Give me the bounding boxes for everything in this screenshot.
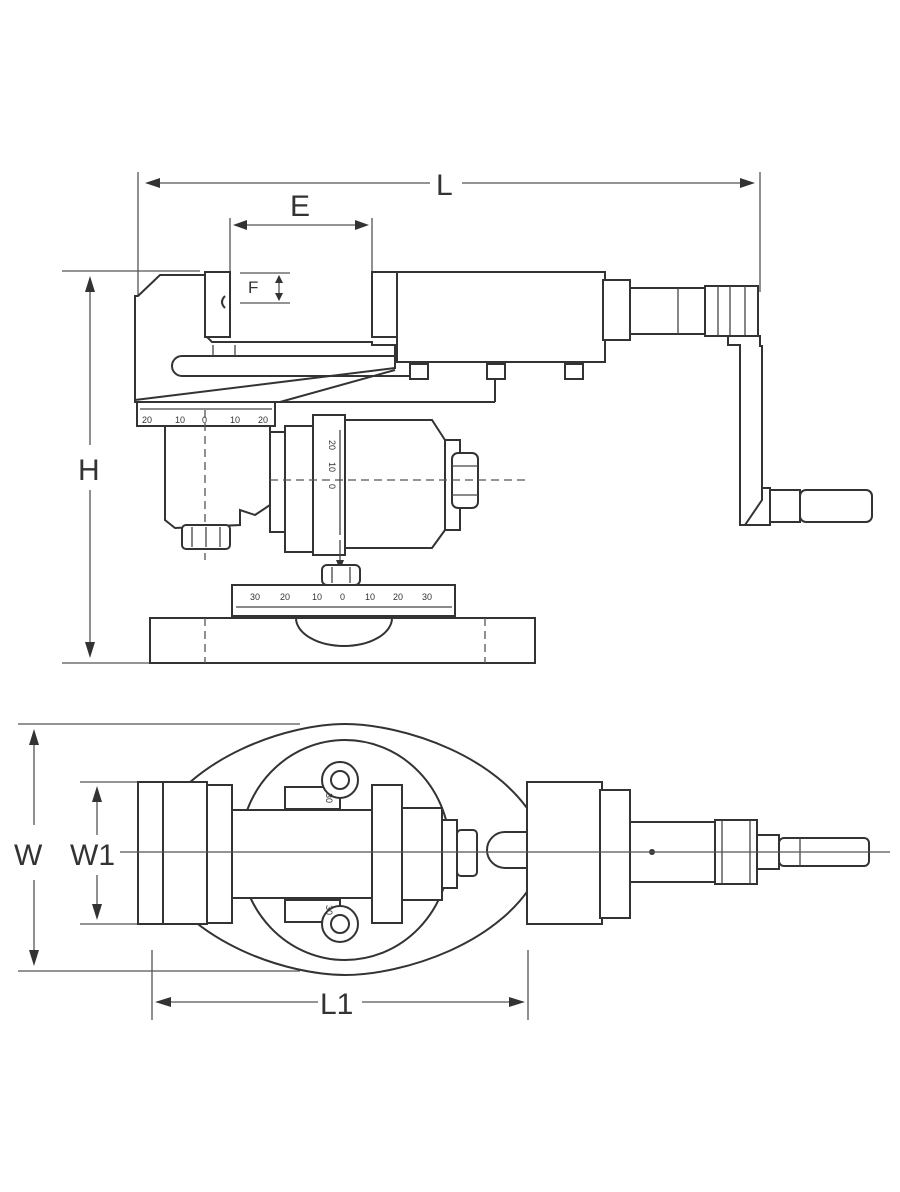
label-H: H (78, 454, 100, 487)
base-scale: 30 20 10 0 10 20 30 (231, 564, 456, 647)
top-scale-label-3: 0 (202, 415, 207, 425)
base-scale-label-3: 10 (312, 592, 322, 602)
base-scale-label-7: 30 (422, 592, 432, 602)
base-scale-label-1: 30 (250, 592, 260, 602)
top-view: W W1 L1 (14, 722, 890, 1021)
label-F: F (248, 278, 258, 297)
vise-body-side (134, 271, 873, 526)
vertical-scale-label-2: 10 (327, 462, 337, 472)
dimension-W1: W1 (70, 781, 140, 925)
top-view-scale-label-1: 30 (324, 793, 334, 803)
swivel-assembly: 20 10 0 (164, 410, 530, 570)
vertical-scale-label-1: 20 (327, 440, 337, 450)
dimension-H: H (62, 270, 200, 664)
label-L: L (436, 169, 453, 202)
label-E: E (290, 190, 310, 223)
base-scale-label-6: 20 (393, 592, 403, 602)
top-scale-label-2: 10 (175, 415, 185, 425)
vertical-scale-label-3: 0 (327, 484, 337, 489)
top-scale: 20 10 0 10 20 (136, 401, 276, 427)
top-scale-label-5: 20 (258, 415, 268, 425)
top-scale-label-1: 20 (142, 415, 152, 425)
dimension-F: F (240, 272, 290, 304)
label-L1: L1 (320, 988, 353, 1021)
base-scale-label-2: 20 (280, 592, 290, 602)
dimension-W: W (14, 723, 300, 972)
dimension-E: E (229, 190, 373, 278)
base-plate (149, 617, 536, 664)
vise-body-top: 30 30 (137, 761, 631, 943)
label-W1: W1 (70, 839, 115, 872)
dimension-L1: L1 (151, 950, 529, 1021)
label-W: W (14, 839, 43, 872)
side-view: L E F H (62, 169, 873, 664)
base-scale-label-4: 0 (340, 592, 345, 602)
dimension-L: L (137, 169, 761, 298)
top-view-scale-label-2: 30 (324, 905, 334, 915)
base-scale-label-5: 10 (365, 592, 375, 602)
top-scale-label-4: 10 (230, 415, 240, 425)
